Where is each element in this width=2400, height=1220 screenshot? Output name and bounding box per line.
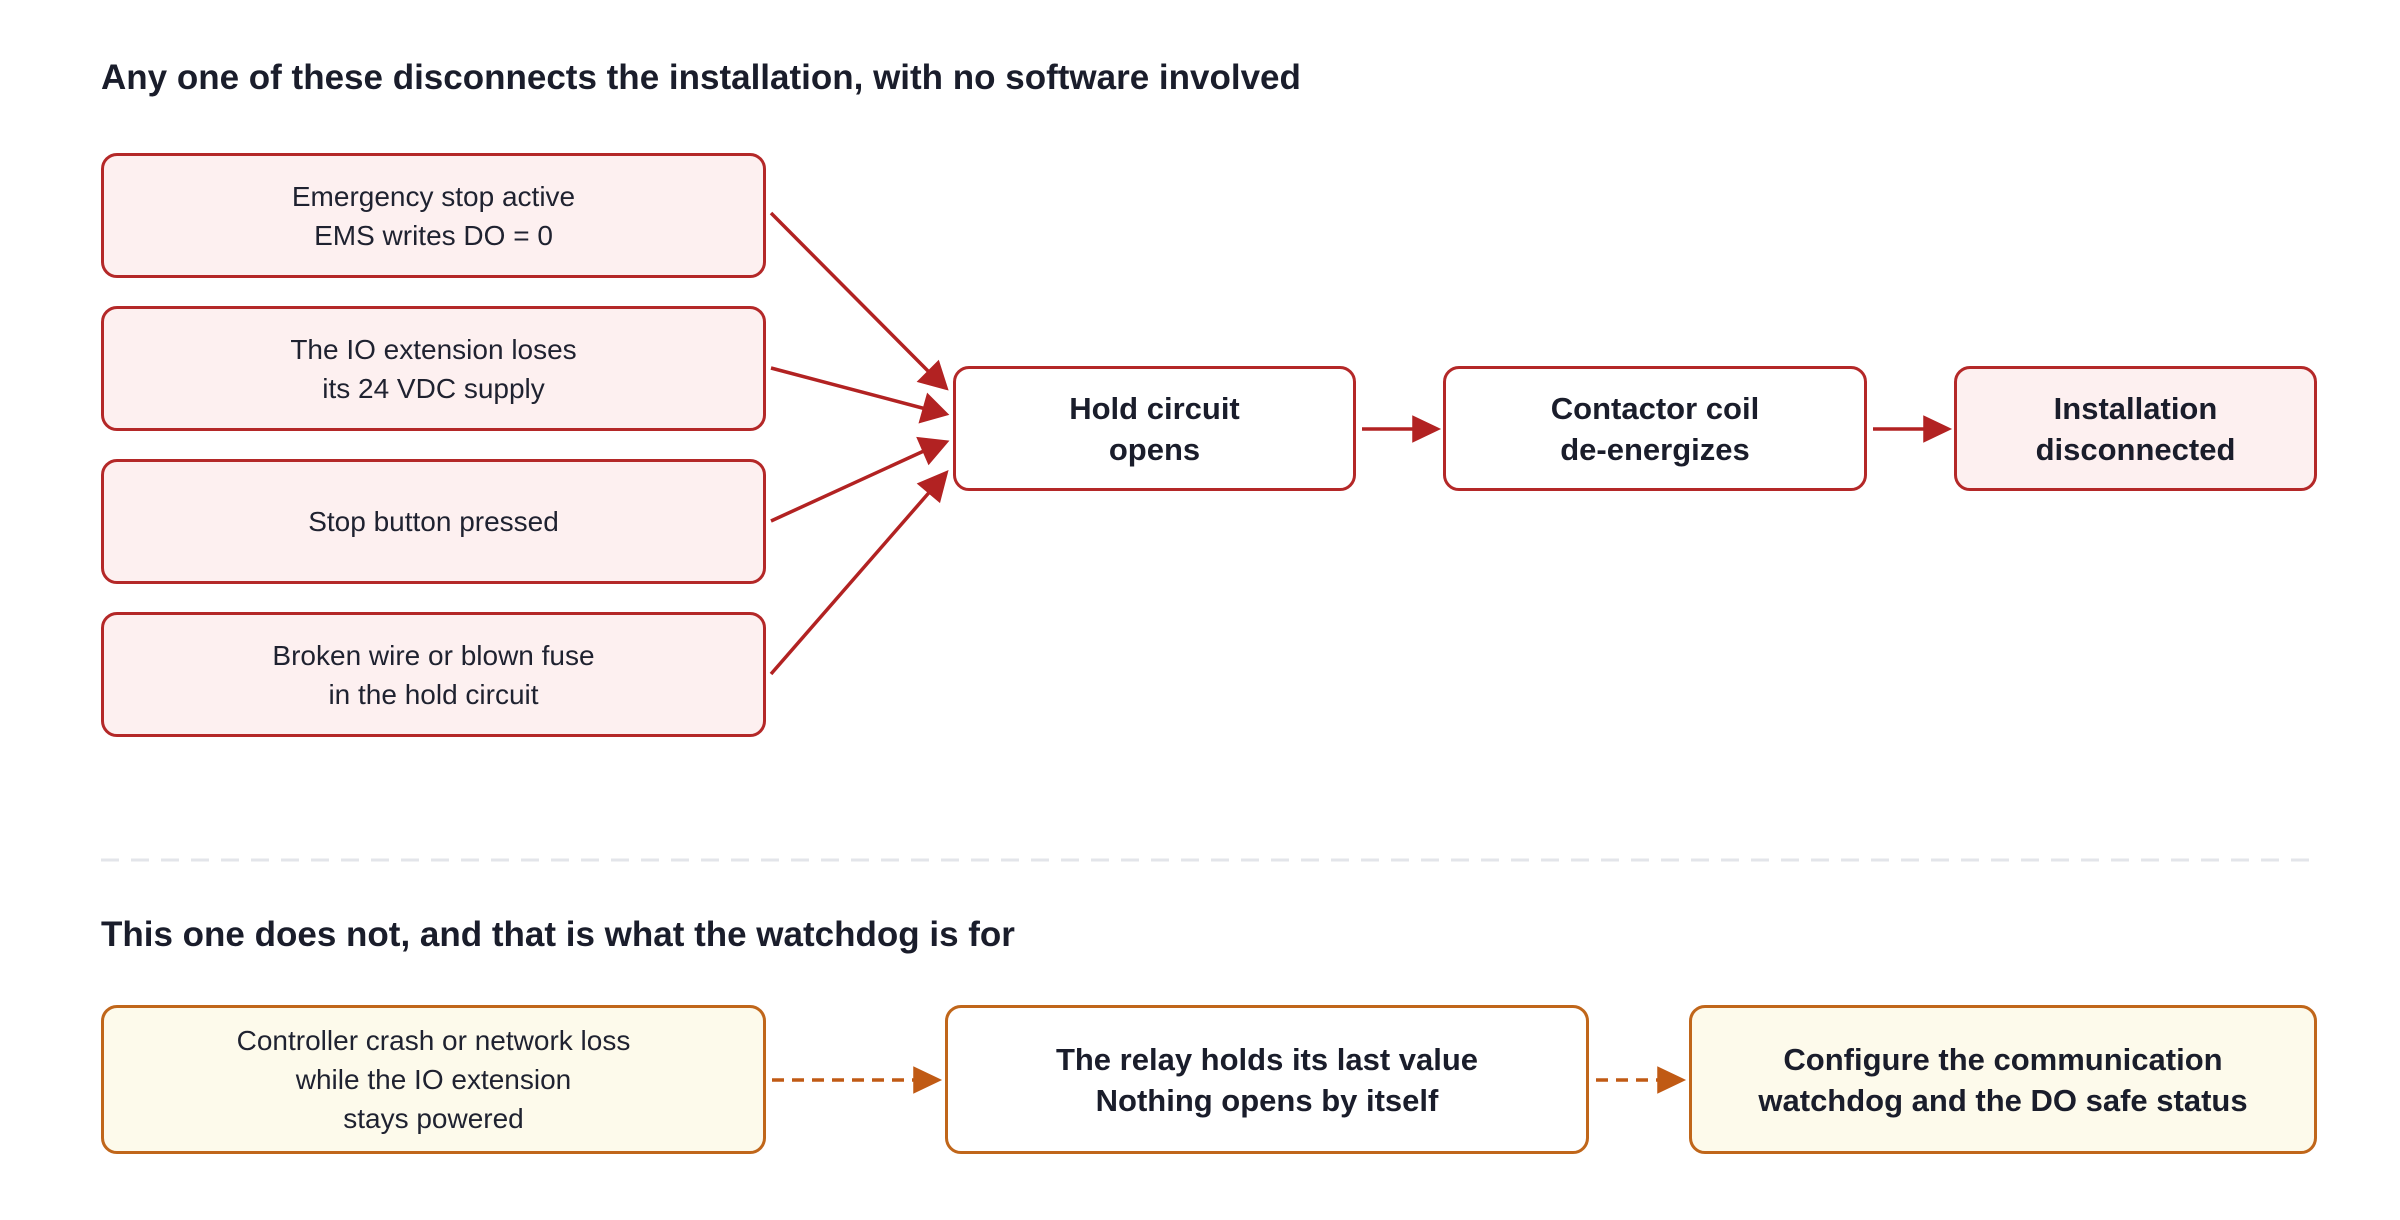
arrowhead-crash-to-relay: [913, 1066, 943, 1094]
controller-crash-line-2: while the IO extension: [295, 1064, 572, 1095]
arrowhead-stop-button: [916, 436, 950, 466]
arrowhead-relay-to-configure: [1657, 1066, 1687, 1094]
trigger-broken-wire-line-2: in the hold circuit: [328, 678, 539, 710]
trigger-emergency-stop: Emergency stop active EMS writes DO = 0: [101, 153, 766, 278]
hold-circuit-opens-box: Hold circuit opens: [953, 366, 1356, 491]
trigger-emergency-stop-line-2: EMS writes DO = 0: [314, 219, 553, 251]
relay-holds-line-2: Nothing opens by itself: [1095, 1082, 1439, 1118]
arrowhead-supply-loss: [918, 392, 950, 424]
watchdog-arrows: [772, 1066, 1687, 1094]
trigger-supply-loss-line-2: its 24 VDC supply: [322, 372, 545, 404]
arrow-broken-wire-to-hold-circuit: [769, 486, 935, 676]
hold-circuit-line-2: opens: [1108, 431, 1201, 467]
trigger-stop-button: Stop button pressed: [101, 459, 766, 584]
trigger-arrows: [769, 211, 1953, 676]
controller-crash-box: Controller crash or network loss while t…: [101, 1005, 766, 1154]
contactor-coil-line-2: de-energizes: [1560, 431, 1750, 467]
trigger-supply-loss-line-1: The IO extension loses: [290, 333, 577, 365]
arrowhead-emergency-stop: [916, 359, 949, 391]
controller-crash-line-1: Controller crash or network loss: [236, 1025, 631, 1056]
arrow-stop-button-to-hold-circuit: [770, 448, 927, 523]
trigger-stop-button-line-1: Stop button pressed: [308, 506, 559, 537]
arrowhead-contactor-to-installation: [1923, 415, 1953, 443]
configure-watchdog-line-2: watchdog and the DO safe status: [1758, 1082, 2248, 1118]
configure-watchdog-box: Configure the communication watchdog and…: [1689, 1005, 2317, 1154]
trigger-broken-wire: Broken wire or blown fuse in the hold ci…: [101, 612, 766, 737]
arrowhead-hold-circuit-to-contactor: [1412, 415, 1442, 443]
arrow-emergency-stop-to-hold-circuit: [769, 211, 932, 375]
installation-disconnected-box: Installation disconnected: [1954, 366, 2317, 491]
controller-crash-line-3: stays powered: [343, 1103, 524, 1134]
section-heading-hardwired: Any one of these disconnects the install…: [101, 58, 1301, 97]
contactor-coil-box: Contactor coil de-energizes: [1443, 366, 1867, 491]
trigger-emergency-stop-line-1: Emergency stop active: [291, 180, 576, 212]
installation-disconnected-line-2: disconnected: [2035, 431, 2236, 467]
relay-holds-box: The relay holds its last value Nothing o…: [945, 1005, 1589, 1154]
arrow-supply-loss-to-hold-circuit: [770, 366, 927, 411]
trigger-broken-wire-line-1: Broken wire or blown fuse: [272, 639, 595, 671]
installation-disconnected-line-1: Installation: [2053, 390, 2218, 426]
hold-circuit-line-1: Hold circuit: [1069, 390, 1240, 426]
relay-holds-line-1: The relay holds its last value: [1055, 1041, 1479, 1077]
arrowhead-broken-wire: [916, 470, 949, 504]
trigger-supply-loss: The IO extension loses its 24 VDC supply: [101, 306, 766, 431]
contactor-coil-line-1: Contactor coil: [1550, 390, 1760, 426]
configure-watchdog-line-1: Configure the communication: [1783, 1041, 2223, 1077]
section-heading-watchdog: This one does not, and that is what the …: [101, 915, 1015, 954]
